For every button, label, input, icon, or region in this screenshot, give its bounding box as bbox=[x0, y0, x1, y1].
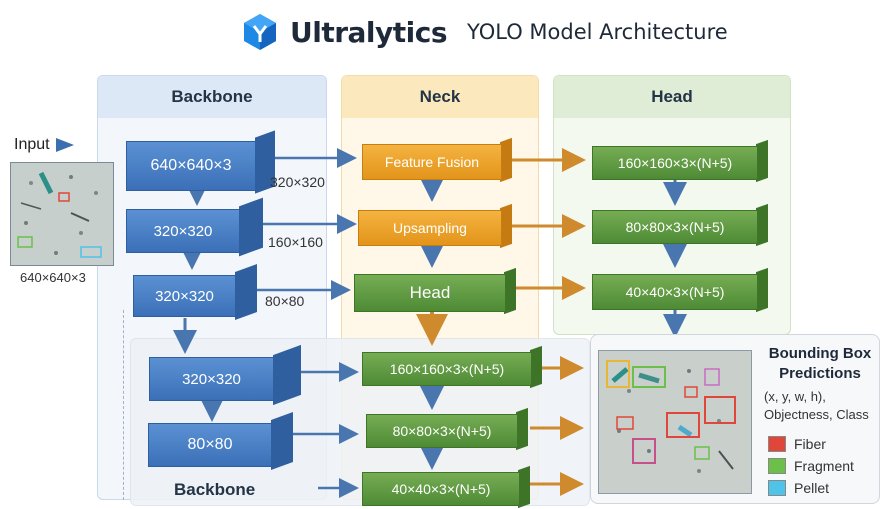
head-header: Head bbox=[554, 76, 790, 118]
backbone-block-5: 80×80 bbox=[148, 423, 272, 467]
backbone-block-4: 320×320 bbox=[149, 357, 274, 401]
neck-out-1: 160×160×3×(N+5) bbox=[362, 352, 532, 386]
legend-label-fragment: Fragment bbox=[794, 458, 854, 474]
backbone-block-5-depth bbox=[271, 411, 293, 471]
head-block-3: 40×40×3×(N+5) bbox=[592, 274, 758, 310]
backbone-block-2: 320×320 bbox=[126, 209, 240, 253]
neck-header: Neck bbox=[342, 76, 538, 118]
input-size-label: 640×640×3 bbox=[20, 270, 86, 285]
connector-label-3: 80×80 bbox=[265, 293, 305, 309]
legend-label-fiber: Fiber bbox=[794, 436, 826, 452]
input-image bbox=[10, 162, 114, 266]
arrow-right-icon bbox=[55, 138, 74, 152]
fragment-swatch bbox=[768, 458, 786, 474]
neck-out-3: 40×40×3×(N+5) bbox=[362, 472, 520, 506]
legend-item-fragment: Fragment bbox=[768, 458, 854, 474]
connector-label-1: 320×320 bbox=[270, 174, 325, 190]
head-block-2: 80×80×3×(N+5) bbox=[592, 210, 758, 244]
backbone-block-3: 320×320 bbox=[133, 275, 236, 317]
connector-label-2: 160×160 bbox=[268, 234, 323, 250]
fiber-swatch bbox=[768, 436, 786, 452]
predictions-title: Bounding Box Predictions bbox=[768, 345, 872, 382]
lower-backbone-label: Backbone bbox=[174, 480, 256, 499]
input-label: Input bbox=[14, 136, 74, 154]
legend-item-pellet: Pellet bbox=[768, 480, 854, 496]
brand-name: Ultralytics bbox=[290, 15, 448, 49]
legend-item-fiber: Fiber bbox=[768, 436, 854, 452]
backbone-block-3-depth bbox=[235, 263, 257, 321]
backbone-header: Backbone bbox=[98, 76, 326, 118]
backbone-block-1: 640×640×3 bbox=[126, 141, 256, 191]
feature-fusion-block: Feature Fusion bbox=[362, 144, 502, 180]
diagram-title: YOLO Model Architecture bbox=[467, 20, 728, 44]
predictions-desc: (x, y, w, h), Objectness, Class bbox=[764, 389, 869, 422]
pellet-swatch bbox=[768, 480, 786, 496]
neck-out-2: 80×80×3×(N+5) bbox=[366, 414, 518, 448]
prediction-image bbox=[598, 350, 752, 494]
backbone-block-4-depth bbox=[273, 344, 301, 406]
ultralytics-logo-icon bbox=[244, 14, 276, 50]
brand-header: Ultralytics YOLO Model Architecture bbox=[240, 12, 728, 52]
input-text: Input bbox=[14, 136, 50, 153]
legend: Fiber Fragment Pellet bbox=[768, 436, 854, 502]
dashed-guide bbox=[123, 310, 124, 500]
upsampling-block: Upsampling bbox=[358, 210, 502, 246]
legend-label-pellet: Pellet bbox=[794, 480, 830, 496]
neck-head-block: Head bbox=[354, 274, 506, 312]
backbone-block-2-depth bbox=[239, 197, 263, 257]
head-block-1: 160×160×3×(N+5) bbox=[592, 146, 758, 180]
